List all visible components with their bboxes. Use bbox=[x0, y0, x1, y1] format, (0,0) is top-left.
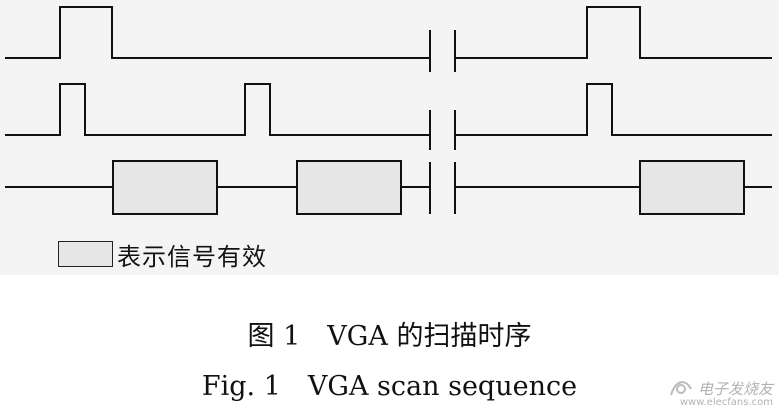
active-signal-box bbox=[296, 160, 402, 215]
figure-caption-english: Fig. 1 VGA scan sequence bbox=[201, 371, 578, 402]
watermark-url: www.elecfans.com bbox=[679, 397, 773, 408]
active-signal-box bbox=[639, 160, 745, 215]
active-signal-box bbox=[112, 160, 218, 215]
legend: 表示信号有效 bbox=[58, 239, 267, 271]
vsync-signal-left bbox=[5, 6, 430, 59]
hsync-signal-right bbox=[455, 83, 772, 136]
timing-diagram-panel: 表示信号有效 bbox=[0, 0, 779, 275]
vsync-signal-right bbox=[455, 6, 772, 59]
legend-swatch bbox=[58, 241, 113, 267]
watermark-logo-text: 电子发烧友 bbox=[697, 379, 773, 398]
figure-caption-chinese: 图 1 VGA 的扫描时序 bbox=[247, 321, 532, 352]
hsync-signal-left bbox=[5, 83, 430, 136]
legend-label: 表示信号有效 bbox=[117, 242, 267, 271]
timing-diagram bbox=[5, 6, 772, 215]
watermark: 电子发烧友 www.elecfans.com bbox=[668, 377, 773, 408]
watermark-logo-icon bbox=[670, 381, 692, 396]
